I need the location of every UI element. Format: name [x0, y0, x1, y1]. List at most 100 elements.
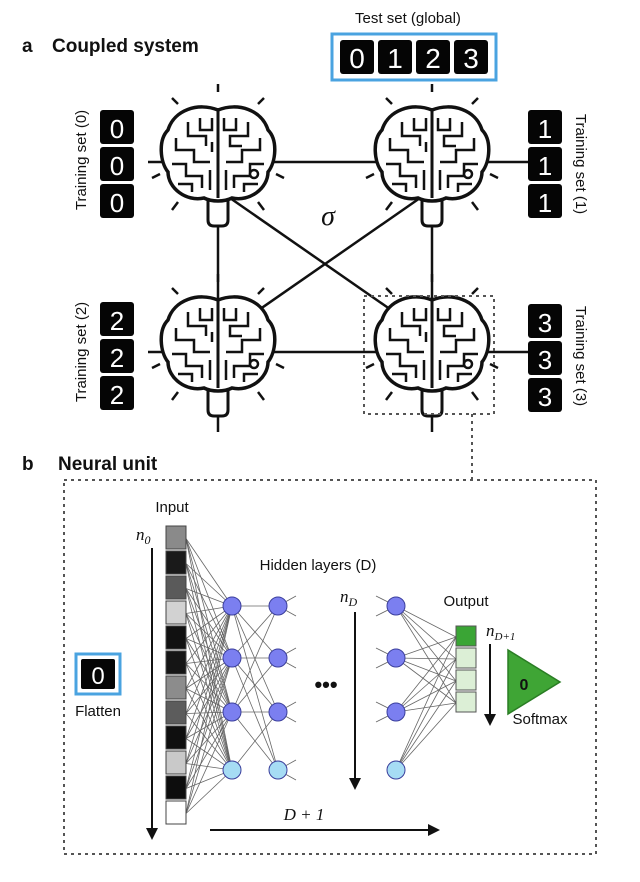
connection — [395, 636, 457, 659]
neuron — [386, 702, 406, 722]
neuron — [386, 596, 406, 616]
connection — [395, 658, 457, 771]
connection — [185, 538, 233, 607]
connection — [185, 713, 233, 771]
connection — [185, 613, 233, 659]
input-cell — [165, 800, 187, 825]
output-vector — [455, 625, 477, 713]
output-arrow-head — [484, 714, 496, 726]
highlight-box — [363, 295, 495, 415]
neuron — [386, 648, 406, 668]
connection — [185, 605, 233, 814]
depth-arrow-head — [428, 824, 440, 836]
input-cell — [165, 525, 187, 550]
training-set-0-digits: 0 0 0 — [100, 110, 134, 218]
neuron — [222, 596, 242, 616]
connection — [185, 638, 233, 713]
training-digit: 2 — [110, 380, 124, 410]
hidden-layers-label: Hidden layers (D) — [260, 557, 377, 574]
input-cell — [165, 700, 187, 725]
neural-unit-box — [63, 479, 597, 855]
connection — [395, 636, 457, 713]
connection — [395, 636, 457, 771]
connection — [231, 657, 279, 771]
output-cell — [455, 647, 477, 669]
panel-b-title: Neural unit — [58, 454, 158, 475]
n0-label: n0 — [136, 525, 151, 547]
nD1-label: nD+1 — [486, 621, 515, 643]
connection — [185, 613, 233, 713]
training-set-1-digits: 1 1 1 — [528, 110, 562, 218]
connection — [185, 538, 233, 771]
connection — [185, 563, 233, 607]
input-cell — [165, 575, 187, 600]
neuron — [268, 648, 288, 668]
output-cell — [455, 691, 477, 713]
test-set-digits: 0 1 2 3 — [340, 40, 488, 74]
training-digit: 1 — [538, 188, 552, 218]
brain-icon — [150, 82, 286, 228]
connection — [185, 688, 233, 771]
training-digit: 3 — [538, 345, 552, 375]
training-set-1-label: Training set (1) — [572, 114, 589, 214]
hidden-arrow-head — [349, 778, 361, 790]
connection — [185, 769, 233, 814]
ellipsis: ••• — [314, 672, 337, 697]
connection — [185, 605, 233, 664]
connection — [231, 605, 279, 771]
softmax-label: Softmax — [512, 711, 568, 728]
input-cell — [165, 775, 187, 800]
connection — [395, 680, 457, 713]
coupling-sigma: σ — [321, 201, 336, 232]
neuron — [222, 702, 242, 722]
connection — [395, 658, 457, 713]
hidden-neurons — [222, 596, 406, 780]
training-set-3-digits: 3 3 3 — [528, 304, 562, 412]
input-cell — [165, 600, 187, 625]
training-set-2-digits: 2 2 2 — [100, 302, 134, 410]
connection — [395, 702, 457, 771]
connection — [185, 663, 233, 713]
flatten-label: Flatten — [75, 703, 121, 720]
connection — [185, 605, 233, 739]
connection — [185, 657, 233, 814]
input-cell — [165, 675, 187, 700]
softmax-digit: 0 — [520, 677, 529, 694]
connection — [231, 657, 279, 713]
training-set-0-label: Training set (0) — [73, 110, 90, 210]
training-set-3-label: Training set (3) — [572, 306, 589, 406]
input-cell — [165, 650, 187, 675]
training-digit: 3 — [538, 382, 552, 412]
input-cell — [165, 625, 187, 650]
connection — [185, 588, 233, 771]
neuron — [268, 702, 288, 722]
connection — [395, 605, 457, 704]
test-digit: 0 — [349, 43, 365, 74]
input-vector — [165, 525, 187, 825]
connection — [185, 605, 233, 714]
connection — [185, 638, 233, 771]
training-digit: 3 — [538, 308, 552, 338]
input-cell — [165, 750, 187, 775]
training-digit: 2 — [110, 306, 124, 336]
test-digit: 3 — [463, 43, 479, 74]
neuron — [268, 596, 288, 616]
connection — [185, 711, 233, 789]
output-cell — [455, 625, 477, 647]
flatten-digit: 0 — [91, 663, 104, 690]
test-digit: 2 — [425, 43, 441, 74]
bias-neuron — [268, 760, 288, 780]
connection — [185, 588, 233, 713]
connection — [395, 702, 457, 713]
input-arrow-head — [146, 828, 158, 840]
connection — [395, 680, 457, 771]
connection — [185, 663, 233, 771]
panel-b-letter: b — [22, 454, 34, 475]
test-set-label: Test set (global) — [355, 10, 461, 27]
training-digit: 2 — [110, 343, 124, 373]
connection — [395, 605, 457, 638]
output-cell — [455, 669, 477, 691]
connection — [185, 605, 233, 689]
panel-a-title: Coupled system — [52, 36, 199, 57]
